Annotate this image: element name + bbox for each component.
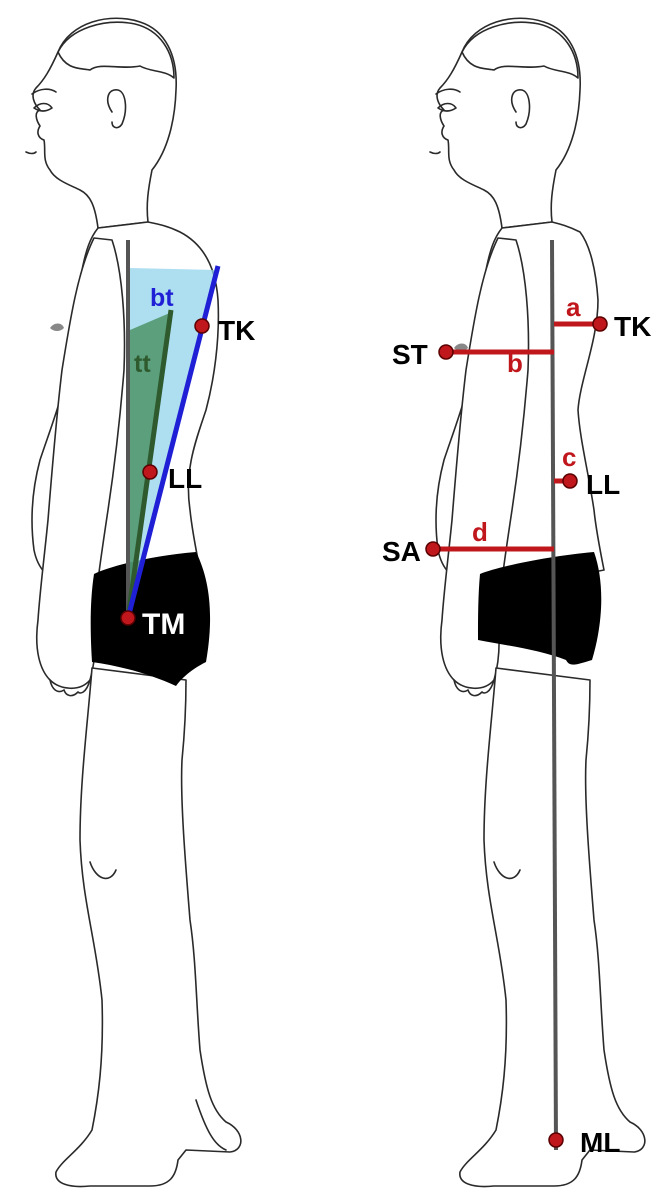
tk-marker-left: [195, 319, 209, 333]
st-marker: [439, 345, 453, 359]
left-mouth: [26, 152, 36, 154]
ll-label-left: LL: [168, 463, 202, 494]
tk-label-right: TK: [614, 311, 651, 342]
ll-label-right: LL: [586, 469, 620, 500]
distance-d-label: d: [472, 517, 488, 547]
left-legs: [56, 668, 241, 1186]
distance-c-label: c: [562, 442, 576, 472]
tk-marker-right: [593, 317, 607, 331]
bt-label: bt: [150, 284, 174, 312]
tm-label: TM: [142, 608, 185, 641]
right-head: [437, 18, 580, 228]
ml-label: ML: [580, 1127, 620, 1158]
right-mouth: [430, 152, 440, 154]
tt-label: tt: [134, 350, 151, 378]
tm-marker: [121, 611, 135, 625]
sa-marker: [426, 542, 440, 556]
distance-b-label: b: [507, 348, 523, 378]
st-label: ST: [392, 339, 428, 370]
sa-label: SA: [382, 536, 421, 567]
ll-marker-right: [563, 474, 577, 488]
tk-label-left: TK: [218, 315, 255, 346]
ml-marker: [549, 1133, 563, 1147]
right-figure: a b c d TK ST LL SA ML: [382, 18, 651, 1186]
distance-a-label: a: [566, 292, 581, 322]
left-head: [33, 18, 176, 228]
ll-marker-left: [143, 465, 157, 479]
left-nipple: [50, 324, 64, 332]
left-figure: bt tt TK LL TM: [26, 18, 255, 1186]
